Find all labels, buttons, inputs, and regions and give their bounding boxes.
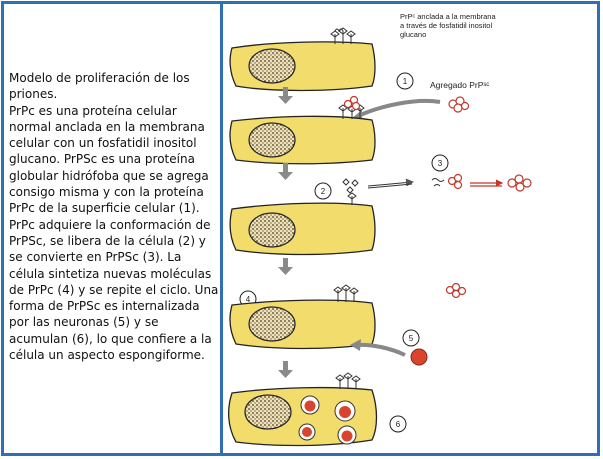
cell-5 (228, 372, 378, 447)
caption-body: PrPc es una proteína celular normal ancl… (9, 103, 219, 363)
arrow-down-1 (278, 87, 293, 104)
vacuoles (298, 395, 357, 445)
figure-caption: Modelo de proliferación de los priones. … (9, 70, 219, 363)
cell-1 (229, 27, 376, 92)
step-4-label: 4 (246, 295, 251, 304)
caption-title: Modelo de proliferación de los priones. (9, 71, 190, 102)
arrow-step-2 (367, 178, 414, 187)
arrow-step-5 (355, 342, 406, 357)
cell-2 (229, 95, 376, 165)
aggregate-3 (447, 173, 463, 190)
membrane-anchors-1 (330, 27, 356, 44)
column-divider (220, 1, 223, 456)
cell-4 (229, 284, 376, 350)
arrow-down-3 (278, 258, 293, 275)
step-1-marker (396, 72, 414, 90)
membrane-anchors-4 (333, 284, 359, 302)
step-6-marker (389, 415, 407, 433)
arrow-down-4 (278, 361, 293, 378)
step-5-label: 5 (409, 334, 414, 343)
arrow-step-1 (357, 98, 441, 118)
bound-aggregate-2 (343, 95, 361, 111)
floating-aggregate (445, 282, 467, 299)
aggregate-1 (448, 96, 470, 113)
membrane-anchors-3 (347, 192, 357, 205)
step-5-marker (402, 329, 420, 347)
step-1-label: 1 (403, 77, 408, 86)
aggregate-3b (507, 174, 532, 192)
membrane-label-line2: a través de fosfatidil inositol (400, 21, 492, 30)
converting-prp-3 (431, 178, 445, 187)
nucleus-2 (248, 122, 296, 158)
step-3-label: 3 (438, 159, 443, 168)
step-2-label: 2 (321, 187, 326, 196)
aggregate-label: Agregado PrPˢᶜ (430, 80, 489, 90)
step-2-marker (314, 182, 332, 200)
nucleus-1 (248, 48, 296, 84)
membrane-label-line1: PrPᶜ anclada a la membrana (400, 12, 496, 21)
nucleus-3 (248, 212, 296, 248)
membrane-label-line3: glucano (400, 30, 426, 39)
cell-3 (229, 192, 376, 256)
released-prp-2 (342, 178, 359, 194)
nucleus-4 (248, 306, 296, 342)
membrane-anchors-5 (335, 372, 361, 389)
arrow-down-2 (278, 163, 293, 180)
step-6-label: 6 (396, 420, 401, 429)
step-3-marker (431, 154, 449, 172)
internalized-prion-5 (410, 348, 428, 366)
membrane-anchors-2 (338, 104, 365, 119)
nucleus-5 (244, 394, 292, 430)
